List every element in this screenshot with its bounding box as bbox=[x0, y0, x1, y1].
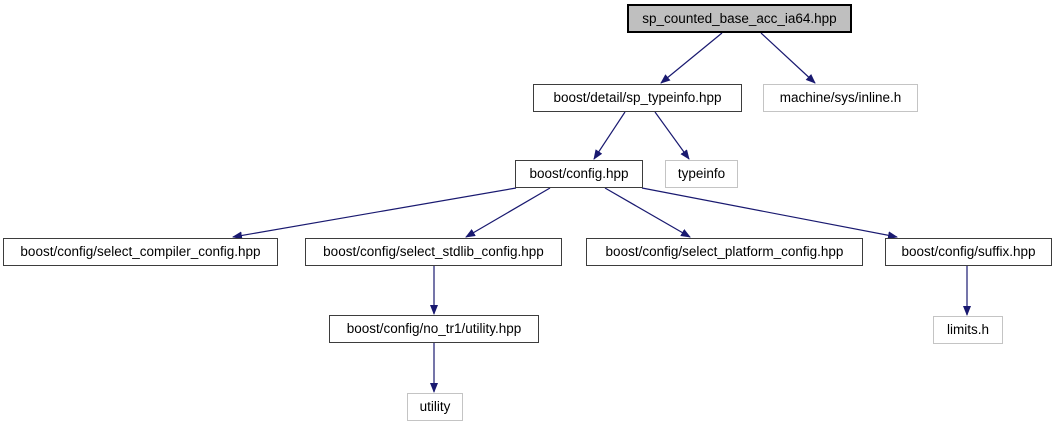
edge-config-platform bbox=[604, 187, 691, 238]
node-utility: utility bbox=[407, 393, 463, 421]
edge-main-inline_h bbox=[760, 32, 816, 84]
node-select-platform-config-hpp[interactable]: boost/config/select_platform_config.hpp bbox=[586, 238, 863, 266]
edge-config-suffix bbox=[641, 187, 898, 240]
node-no-tr1-utility-hpp[interactable]: boost/config/no_tr1/utility.hpp bbox=[329, 315, 539, 343]
node-suffix-hpp[interactable]: boost/config/suffix.hpp bbox=[885, 238, 1052, 266]
node-typeinfo: typeinfo bbox=[665, 160, 738, 188]
node-boost-detail-sp-typeinfo-hpp[interactable]: boost/detail/sp_typeinfo.hpp bbox=[533, 84, 742, 112]
node-machine-sys-inline-h: machine/sys/inline.h bbox=[763, 84, 918, 112]
node-boost-config-hpp[interactable]: boost/config.hpp bbox=[515, 160, 643, 188]
edge-config-stdlib bbox=[465, 187, 551, 238]
edge-main-sp_typeinfo bbox=[660, 32, 723, 84]
node-limits-h: limits.h bbox=[933, 316, 1003, 344]
edge-config-compiler bbox=[232, 187, 517, 240]
node-select-stdlib-config-hpp[interactable]: boost/config/select_stdlib_config.hpp bbox=[305, 238, 562, 266]
node-sp-counted-base-acc-ia64-hpp: sp_counted_base_acc_ia64.hpp bbox=[627, 4, 852, 33]
edge-sp_typeinfo-typeinfo bbox=[654, 111, 690, 160]
edge-sp_typeinfo-config bbox=[593, 111, 626, 160]
node-select-compiler-config-hpp[interactable]: boost/config/select_compiler_config.hpp bbox=[3, 238, 278, 266]
